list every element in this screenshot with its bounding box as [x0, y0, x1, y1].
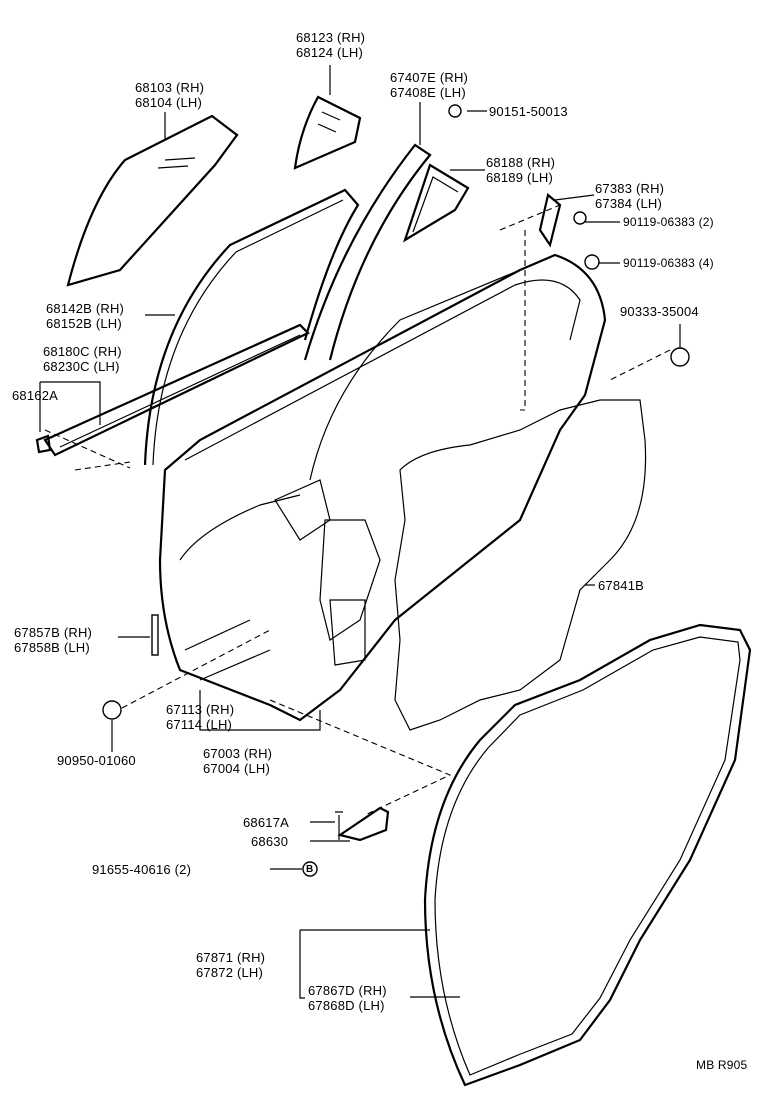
bolt-2	[573, 211, 587, 225]
door-check	[302, 806, 390, 877]
label-90950: 90950-01060	[57, 753, 136, 768]
label-68630: 68630	[251, 834, 289, 849]
label-68142: 68142B (RH)68152B (LH)	[46, 301, 125, 331]
label-67857: 67857B (RH)67858B (LH)	[14, 625, 93, 655]
corner-glass	[403, 163, 470, 243]
door-panel	[158, 253, 607, 722]
leader-lines	[39, 65, 681, 999]
hole-plug	[102, 700, 122, 720]
label-68103: 68103 (RH)68104 (LH)	[135, 80, 205, 110]
label-68180: 68180C (RH)68230C (LH)	[43, 344, 122, 374]
label-67867: 67867D (RH)67868D (LH)	[308, 983, 387, 1013]
service-hole-cover	[394, 399, 647, 731]
clip	[35, 434, 52, 454]
hinge-bracket	[538, 193, 562, 248]
label-68123: 68123 (RH)68124 (LH)	[296, 30, 366, 60]
label-67871: 67871 (RH)67872 (LH)	[196, 950, 266, 980]
door-glass	[66, 114, 239, 287]
label-67113: 67113 (RH)67114 (LH)	[166, 702, 235, 732]
diagram-code: MB R905	[696, 1058, 748, 1072]
label-90119-2: 90119-06383 (2)	[623, 215, 714, 229]
door-stopper-trim	[151, 614, 159, 656]
label-90119-4: 90119-06383 (4)	[623, 256, 714, 270]
quarter-glass	[293, 95, 362, 170]
label-90151: 90151-50013	[489, 104, 568, 119]
plug-hole-cover	[670, 347, 690, 367]
bolt-4	[584, 254, 600, 270]
label-90333: 90333-35004	[620, 304, 699, 319]
b-marker: B	[306, 864, 314, 875]
label-67841: 67841B	[598, 578, 645, 593]
label-67383: 67383 (RH)67384 (LH)	[595, 181, 665, 211]
screw	[448, 104, 462, 118]
label-91655: 91655-40616 (2)	[92, 862, 192, 877]
belt-molding	[43, 323, 310, 471]
door-weatherstrip	[423, 623, 752, 1087]
label-68617: 68617A	[243, 815, 290, 830]
label-68188: 68188 (RH)68189 (LH)	[486, 155, 556, 185]
label-68162: 68162A	[12, 388, 59, 403]
label-67003: 67003 (RH)67004 (LH)	[203, 746, 273, 776]
glass-run-channel	[143, 143, 432, 466]
label-67407: 67407E (RH)67408E (LH)	[390, 70, 469, 100]
